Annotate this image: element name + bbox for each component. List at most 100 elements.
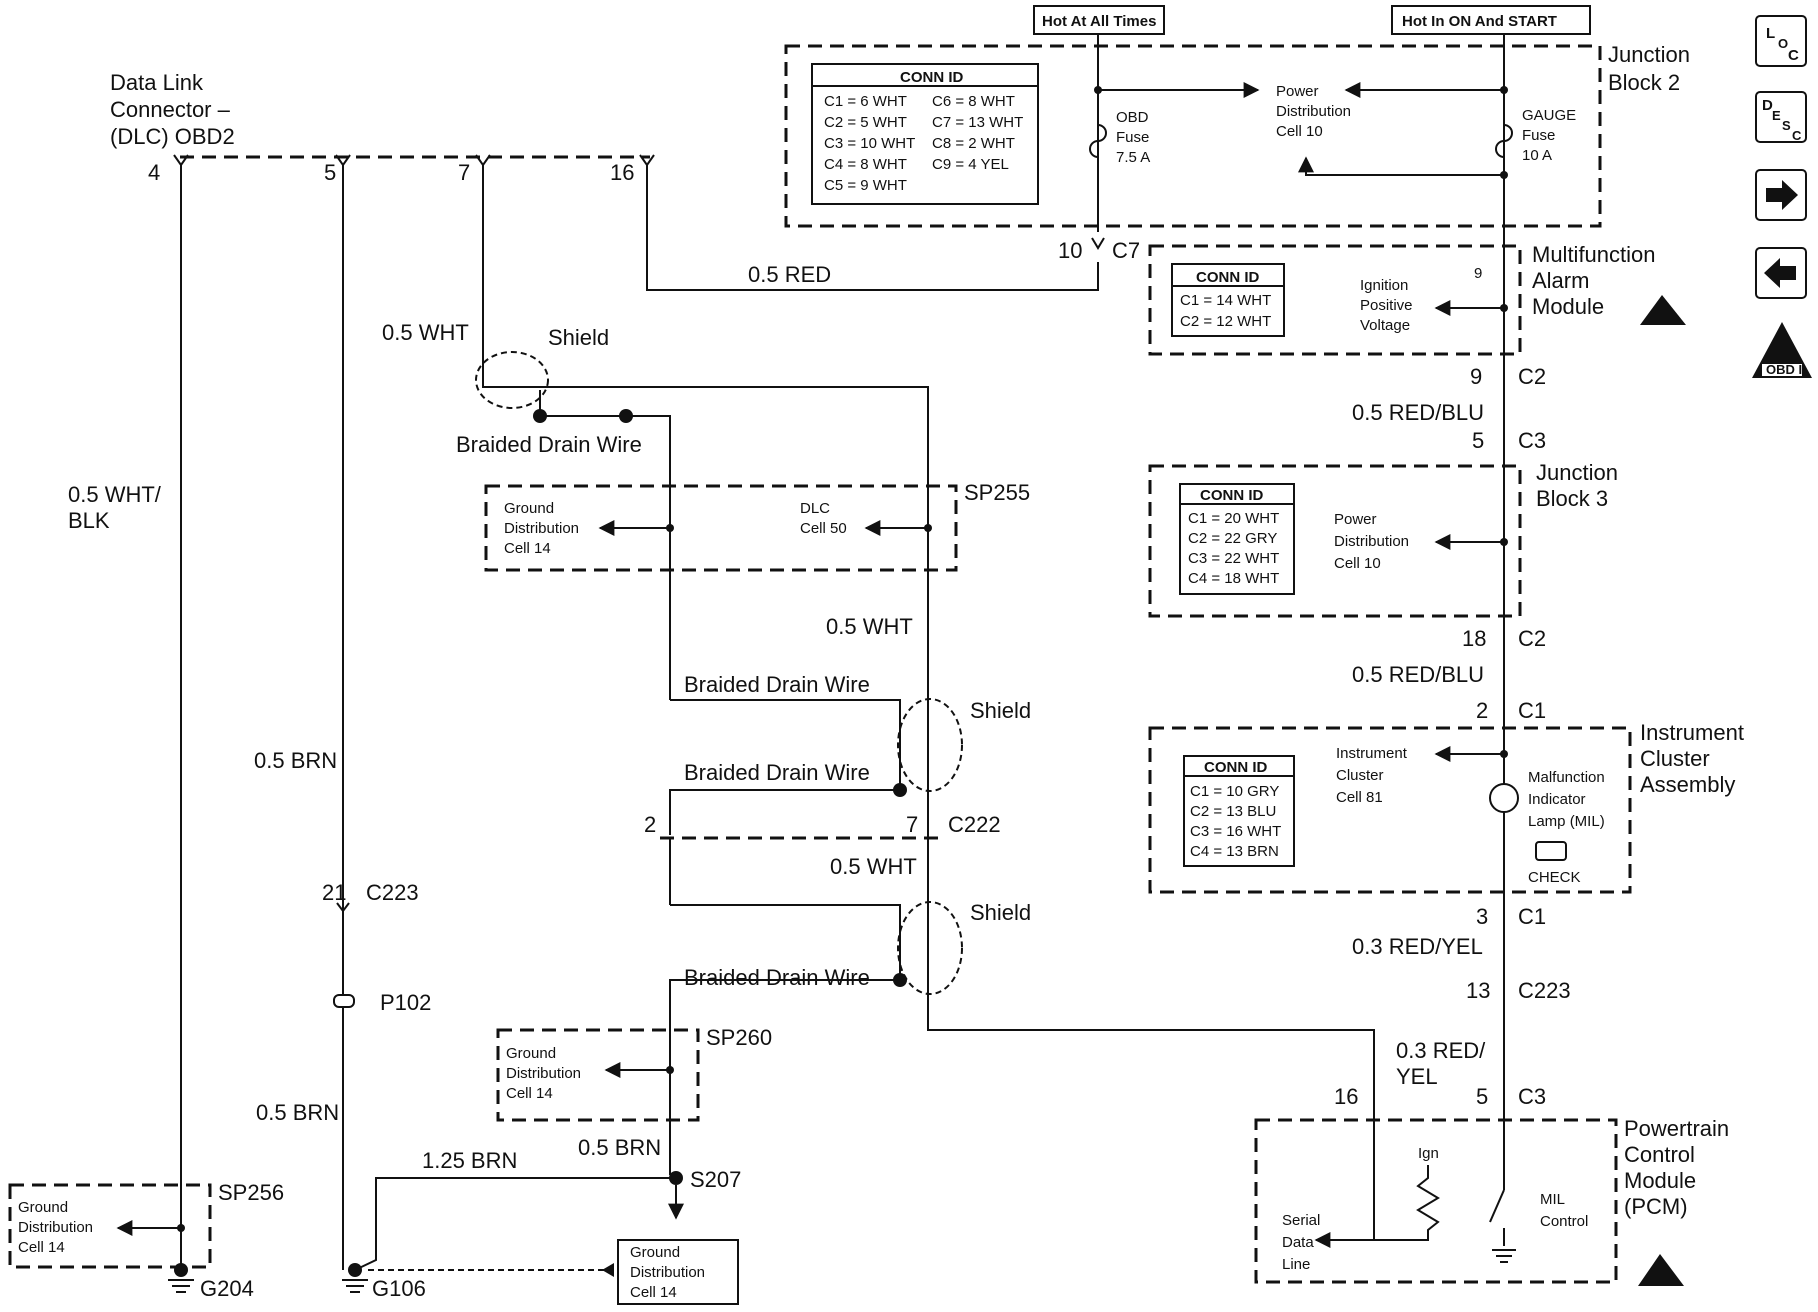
prev-page-button[interactable] [1755, 247, 1807, 299]
svg-text:Cluster: Cluster [1336, 767, 1384, 784]
svg-text:3: 3 [1476, 904, 1488, 929]
wire-1.25-brn [354, 1177, 676, 1271]
svg-text:Power: Power [1334, 511, 1377, 528]
esd-warning-icon [1640, 295, 1686, 325]
svg-text:C1 = 14 WHT: C1 = 14 WHT [1180, 292, 1271, 309]
svg-text:Block 3: Block 3 [1536, 486, 1608, 511]
svg-text:(PCM): (PCM) [1624, 1194, 1688, 1219]
svg-text:Junction: Junction [1536, 460, 1618, 485]
label-red-blu-2: 0.5 RED/BLU [1352, 662, 1484, 687]
conn-p102: P102 [380, 990, 431, 1015]
svg-text:CONN ID: CONN ID [900, 69, 964, 86]
svg-text:YEL: YEL [1396, 1064, 1438, 1089]
dlc-pin-16: 16 [610, 160, 634, 185]
svg-text:C4 = 18 WHT: C4 = 18 WHT [1188, 570, 1279, 587]
label-wht-mid-2: 0.5 WHT [830, 854, 917, 879]
svg-text:C3 = 10 WHT: C3 = 10 WHT [824, 135, 915, 152]
shield-3 [897, 901, 963, 995]
svg-text:Fuse: Fuse [1522, 127, 1555, 144]
svg-text:D: D [1762, 97, 1773, 114]
mil-control-switch-icon [1489, 1189, 1505, 1223]
obd-ii-badge: OBD II [1752, 322, 1812, 378]
label-1.25-brn: 1.25 BRN [422, 1148, 517, 1173]
svg-text:Braided Drain Wire: Braided Drain Wire [684, 672, 870, 697]
shield-2 [897, 698, 963, 792]
svg-text:Cell 14: Cell 14 [630, 1284, 677, 1301]
jb3-conn-id [1179, 483, 1295, 595]
svg-text:Cell 14: Cell 14 [18, 1239, 65, 1256]
jb2-conn-id [811, 63, 1039, 205]
svg-text:Hot At All Times: Hot At All Times [1042, 13, 1156, 30]
svg-text:Fuse: Fuse [1116, 129, 1149, 146]
svg-text:C2 = 5 WHT: C2 = 5 WHT [824, 114, 907, 131]
dlc-title: Data Link [110, 70, 204, 95]
svg-text:C: C [1792, 128, 1802, 143]
svg-text:Positive: Positive [1360, 297, 1413, 314]
svg-text:C4 = 13 BRN: C4 = 13 BRN [1190, 843, 1279, 860]
svg-text:Block 2: Block 2 [1608, 70, 1680, 95]
svg-text:Distribution: Distribution [630, 1264, 705, 1281]
svg-text:Ground: Ground [504, 500, 554, 517]
ground-g204-icon [168, 1279, 194, 1293]
svg-text:C2 = 13 BLU: C2 = 13 BLU [1190, 803, 1276, 820]
svg-text:C2 = 22 GRY: C2 = 22 GRY [1188, 530, 1277, 547]
dlc-pin-7: 7 [458, 160, 470, 185]
svg-text:10: 10 [1058, 238, 1082, 263]
ica-conn-id [1183, 755, 1295, 867]
power-dist-cell-10: Power [1276, 83, 1319, 100]
svg-text:18: 18 [1462, 626, 1486, 651]
svg-text:Ignition: Ignition [1360, 277, 1408, 294]
splice-s207: S207 [690, 1167, 741, 1192]
label-wht-blk: 0.5 WHT/ [68, 482, 162, 507]
svg-text:Ground: Ground [506, 1045, 556, 1062]
next-page-button[interactable] [1755, 169, 1807, 221]
obd-fuse-icon [1089, 124, 1107, 158]
svg-text:10 A: 10 A [1522, 147, 1552, 164]
svg-text:Cell 14: Cell 14 [504, 540, 551, 557]
svg-text:CONN ID: CONN ID [1204, 759, 1268, 776]
svg-text:Hot In ON And START: Hot In ON And START [1402, 13, 1557, 30]
svg-text:L: L [1766, 25, 1775, 42]
svg-text:Indicator: Indicator [1528, 791, 1586, 808]
svg-text:CONN ID: CONN ID [1196, 269, 1260, 286]
svg-text:C7 = 13 WHT: C7 = 13 WHT [932, 114, 1023, 131]
conn-c223: C223 [366, 880, 419, 905]
pcm-resistor-icon [1374, 1165, 1440, 1241]
conn-c3-jb3: C3 [1518, 428, 1546, 453]
junction-block-3 [1148, 464, 1522, 618]
svg-text:C5 = 9 WHT: C5 = 9 WHT [824, 177, 907, 194]
svg-text:Voltage: Voltage [1360, 317, 1410, 334]
svg-text:Braided Drain Wire: Braided Drain Wire [684, 965, 870, 990]
svg-text:Shield: Shield [970, 698, 1031, 723]
svg-text:C8 = 2 WHT: C8 = 2 WHT [932, 135, 1015, 152]
label-red-yel-1: 0.3 RED/YEL [1352, 934, 1483, 959]
svg-text:Ground: Ground [18, 1199, 68, 1216]
mfam-conn-id [1171, 263, 1285, 337]
svg-text:Control: Control [1540, 1213, 1588, 1230]
svg-text:S: S [1782, 118, 1791, 133]
svg-text:Distribution: Distribution [504, 520, 579, 537]
svg-text:Module: Module [1624, 1168, 1696, 1193]
svg-text:Data: Data [1282, 1234, 1314, 1251]
label-red-yel-2: 0.3 RED/ [1396, 1038, 1486, 1063]
sp256-box [8, 1183, 212, 1269]
dlc-cell-50: DLC [800, 500, 830, 517]
label-drain-1: Braided Drain Wire [456, 432, 642, 457]
desc-button[interactable]: D E S C [1755, 91, 1807, 143]
arrow-right-icon [1766, 180, 1798, 210]
svg-text:Powertrain: Powertrain [1624, 1116, 1729, 1141]
conn-c1-ica-bot: C1 [1518, 904, 1546, 929]
wire-pin7 [482, 165, 1375, 1110]
conn-c1-ica-top: C1 [1518, 698, 1546, 723]
loc-button[interactable]: L O C [1755, 15, 1807, 67]
svg-text:MIL: MIL [1540, 1191, 1565, 1208]
svg-text:E: E [1772, 108, 1781, 123]
svg-text:Serial: Serial [1282, 1212, 1320, 1229]
label-wht-top: 0.5 WHT [382, 320, 469, 345]
ground-g204: G204 [200, 1276, 254, 1301]
svg-text:Cell 50: Cell 50 [800, 520, 847, 537]
conn-c223-right: C223 [1518, 978, 1571, 1003]
svg-text:OBD: OBD [1116, 109, 1149, 126]
svg-text:7.5 A: 7.5 A [1116, 149, 1150, 166]
svg-text:C1 = 10 GRY: C1 = 10 GRY [1190, 783, 1279, 800]
